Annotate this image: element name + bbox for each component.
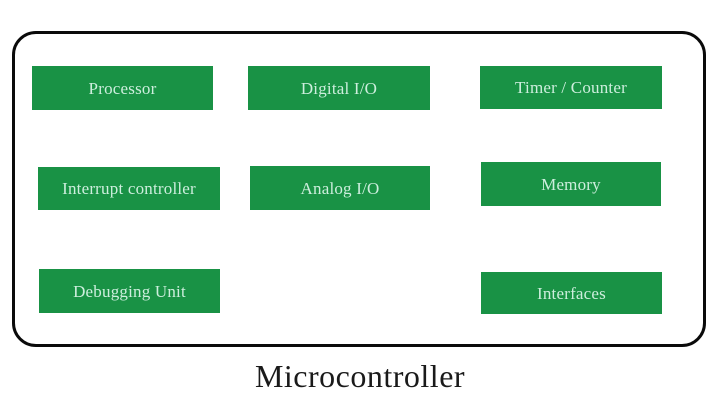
diagram-title: Microcontroller [254, 358, 466, 394]
block-interrupt-controller: Interrupt controller [38, 167, 220, 210]
block-timer-counter: Timer / Counter [480, 66, 662, 109]
block-digital-io: Digital I/O [248, 66, 430, 110]
microcontroller-boundary: Processor Digital I/O Timer / Counter In… [12, 31, 706, 347]
block-memory: Memory [481, 162, 661, 206]
block-debugging-unit: Debugging Unit [39, 269, 220, 313]
block-analog-io: Analog I/O [250, 166, 430, 210]
block-processor: Processor [32, 66, 213, 110]
block-interfaces: Interfaces [481, 272, 662, 314]
